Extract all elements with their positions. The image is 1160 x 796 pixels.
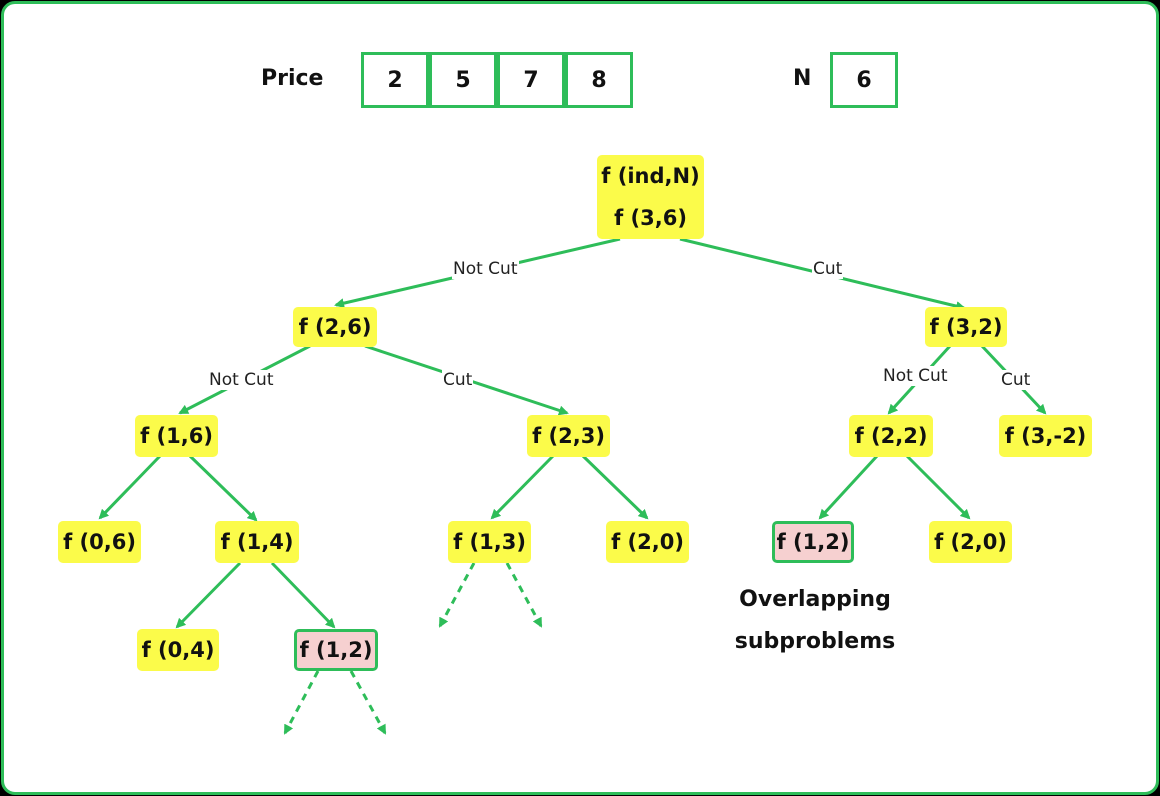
overlap-annotation-line: subproblems xyxy=(734,629,896,654)
node-f-2-6: f (2,6) xyxy=(293,307,377,347)
edge xyxy=(490,454,555,520)
edge xyxy=(98,454,162,520)
price-cell: 7 xyxy=(497,52,565,108)
edge-label-cut: Cut xyxy=(442,370,474,390)
edge-label-not-cut: Not Cut xyxy=(208,370,275,390)
price-cell: 8 xyxy=(565,52,633,108)
edge-label-cut: Cut xyxy=(812,259,844,279)
dashed-edge xyxy=(283,670,320,735)
edge xyxy=(270,561,336,629)
root-node-signature: f (ind,N) xyxy=(601,164,700,188)
n-label: N xyxy=(793,66,812,91)
node-f-2-3: f (2,3) xyxy=(527,415,610,457)
node-f-3-neg2: f (3,-2) xyxy=(999,415,1092,457)
node-f-2-0: f (2,0) xyxy=(606,521,689,563)
dashed-edge xyxy=(438,562,476,628)
root-node: f (ind,N) f (3,6) xyxy=(597,155,704,239)
edge xyxy=(818,454,879,520)
node-f-0-6: f (0,6) xyxy=(58,521,141,563)
dashed-edge xyxy=(505,562,543,628)
node-f-0-4: f (0,4) xyxy=(137,629,219,671)
edge-label-not-cut: Not Cut xyxy=(452,259,519,279)
overlap-annotation: Overlapping subproblems xyxy=(720,579,910,663)
n-value-cell: 6 xyxy=(830,52,898,108)
edge xyxy=(581,454,649,520)
node-f-2-0: f (2,0) xyxy=(929,521,1012,563)
edge-label-cut: Cut xyxy=(1000,370,1032,390)
node-f-1-2-overlap: f (1,2) xyxy=(294,629,378,671)
price-cell: 5 xyxy=(429,52,497,108)
price-label: Price xyxy=(261,66,324,91)
root-node-call: f (3,6) xyxy=(614,206,687,230)
node-f-1-3: f (1,3) xyxy=(448,521,531,563)
node-f-3-2: f (3,2) xyxy=(925,307,1007,347)
edge xyxy=(905,454,971,520)
dashed-edge xyxy=(349,670,387,735)
overlap-annotation-line: Overlapping xyxy=(739,587,891,612)
node-f-2-2: f (2,2) xyxy=(849,415,933,457)
node-f-1-2-overlap: f (1,2) xyxy=(772,521,854,563)
edge xyxy=(188,454,258,522)
edge xyxy=(175,561,242,629)
node-f-1-6: f (1,6) xyxy=(135,415,218,457)
node-f-1-4: f (1,4) xyxy=(215,521,299,563)
price-cell: 2 xyxy=(361,52,429,108)
edge-label-not-cut: Not Cut xyxy=(882,366,949,386)
